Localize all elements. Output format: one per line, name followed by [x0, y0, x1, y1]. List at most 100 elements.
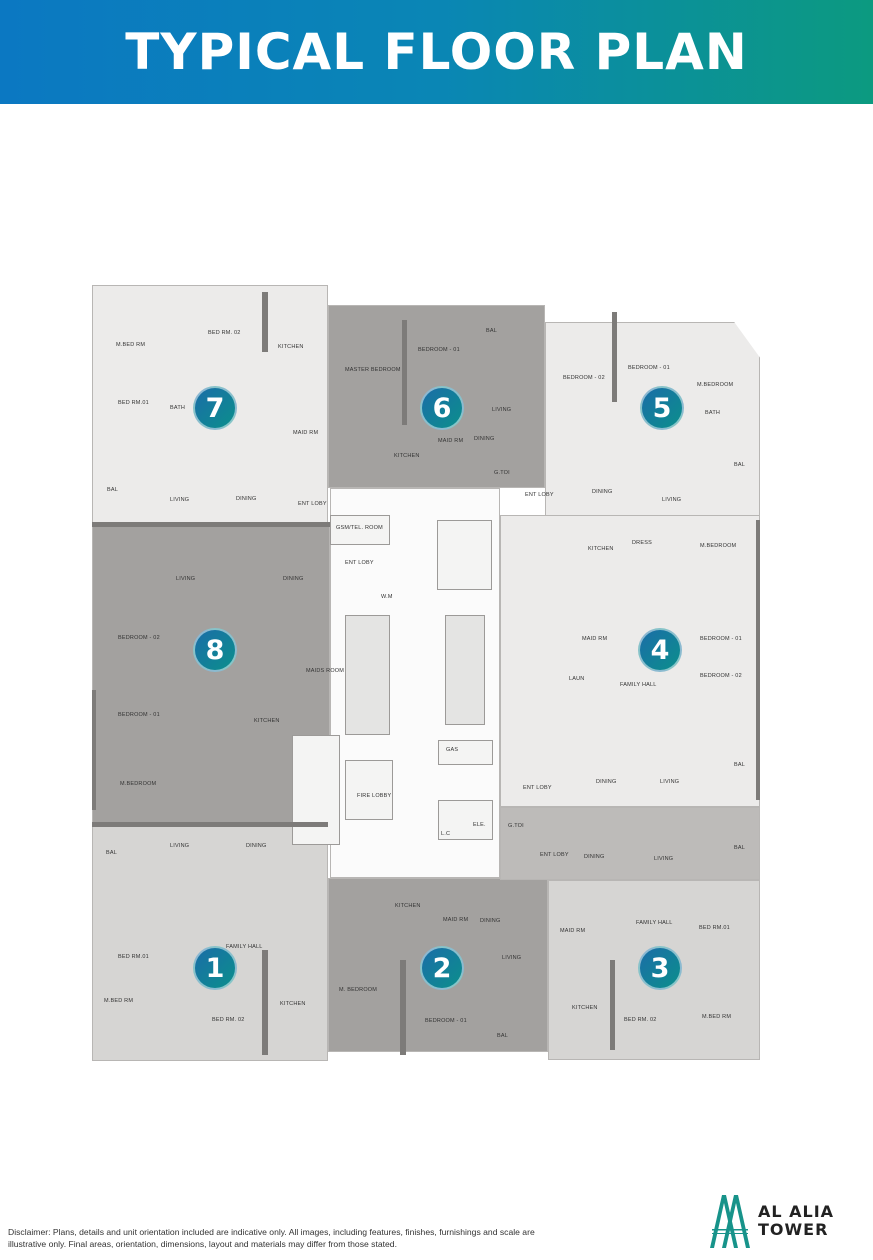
- room-label: LIVING: [660, 779, 680, 785]
- room-label: DINING: [592, 489, 613, 495]
- room-label: BEDROOM - 01: [700, 636, 742, 642]
- room-label: KITCHEN: [278, 344, 304, 350]
- room-label: GAS: [446, 747, 459, 753]
- room-label: BAL: [106, 850, 117, 856]
- wall: [400, 960, 406, 1055]
- room-label: DINING: [283, 576, 304, 582]
- room-label: LIVING: [170, 497, 190, 503]
- wall: [756, 520, 760, 800]
- elevator: [438, 800, 493, 840]
- logo-line-2: TOWER: [758, 1220, 829, 1239]
- room-label: MAID RM: [443, 917, 469, 923]
- room-label: BAL: [486, 328, 497, 334]
- room-label: M.BED RM: [702, 1014, 732, 1020]
- unit-badge-2[interactable]: 2: [420, 946, 464, 990]
- unit-badge-5[interactable]: 5: [640, 386, 684, 430]
- room-label: BEDROOM - 02: [700, 673, 742, 679]
- room-label: KITCHEN: [280, 1001, 306, 1007]
- room-label: BED RM.01: [699, 925, 730, 931]
- unit-4[interactable]: [500, 515, 760, 807]
- wall: [610, 960, 615, 1050]
- room-label: FAMILY HALL: [620, 682, 657, 688]
- room-label: M. BEDROOM: [339, 987, 378, 993]
- room-label: DINING: [474, 436, 495, 442]
- page-header: TYPICAL FLOOR PLAN: [0, 0, 873, 104]
- room-label: BAL: [734, 462, 745, 468]
- room-label: L.C: [441, 831, 451, 837]
- room-label: MASTER BEDROOM: [345, 367, 401, 373]
- unit-3-living-strip: [500, 807, 760, 880]
- room-label: LIVING: [662, 497, 682, 503]
- room-label: LIVING: [492, 407, 512, 413]
- room-label: KITCHEN: [588, 546, 614, 552]
- fire-lobby: [345, 760, 393, 820]
- wall: [262, 292, 268, 352]
- room-label: BEDROOM - 01: [425, 1018, 467, 1024]
- room-label: DINING: [236, 496, 257, 502]
- room-label: G.TOI: [494, 470, 510, 476]
- room-label: ENT LOBY: [525, 492, 554, 498]
- room-label: BEDROOM - 02: [563, 375, 605, 381]
- room-label: BAL: [734, 762, 745, 768]
- unit-badge-3[interactable]: 3: [638, 946, 682, 990]
- room-label: DINING: [596, 779, 617, 785]
- room-label: M.BEDROOM: [697, 382, 734, 388]
- gsm-room: [330, 515, 390, 545]
- room-label: MAIDS ROOM: [306, 668, 345, 674]
- room-label: FIRE LOBBY: [357, 793, 392, 799]
- room-label: BEDROOM - 01: [118, 712, 160, 718]
- room-label: MAID RM: [582, 636, 608, 642]
- logo-mark-icon: [710, 1195, 750, 1248]
- room-label: ENT LOBY: [523, 785, 552, 791]
- lift-shaft: [445, 615, 485, 725]
- room-label: LAUN: [569, 676, 585, 682]
- room-label: M.BEDROOM: [700, 543, 737, 549]
- room-label: LIVING: [654, 856, 674, 862]
- unit-badge-4[interactable]: 4: [638, 628, 682, 672]
- room-label: GSM/TEL. ROOM: [336, 525, 383, 531]
- logo-text: AL ALIA TOWER: [758, 1203, 834, 1239]
- room-label: M.BED RM: [104, 998, 134, 1004]
- unit-badge-6[interactable]: 6: [420, 386, 464, 430]
- room-label: BED RM. 02: [624, 1017, 657, 1023]
- room-label: KITCHEN: [395, 903, 421, 909]
- al-alia-tower-logo: AL ALIA TOWER: [708, 1193, 834, 1249]
- wall: [92, 822, 328, 827]
- stair: [292, 735, 340, 845]
- room-label: KITCHEN: [394, 453, 420, 459]
- room-label: BAL: [734, 845, 745, 851]
- room-label: BEDROOM - 01: [628, 365, 670, 371]
- room-label: FAMILY HALL: [636, 920, 673, 926]
- room-label: W.M: [381, 594, 393, 600]
- unit-badge-7[interactable]: 7: [193, 386, 237, 430]
- room-label: BAL: [497, 1033, 508, 1039]
- unit-badge-8[interactable]: 8: [193, 628, 237, 672]
- room-label: KITCHEN: [572, 1005, 598, 1011]
- unit-badge-1[interactable]: 1: [193, 946, 237, 990]
- room-label: BED RM.01: [118, 954, 149, 960]
- room-label: KITCHEN: [254, 718, 280, 724]
- room-label: ENT LOBY: [540, 852, 569, 858]
- room-label: FAMILY HALL: [226, 944, 263, 950]
- room-label: MAID RM: [560, 928, 586, 934]
- room-label: LIVING: [502, 955, 522, 961]
- unit-7[interactable]: [92, 285, 328, 525]
- room-label: BED RM. 02: [212, 1017, 245, 1023]
- wall: [612, 312, 617, 402]
- room-label: MAID RM: [438, 438, 464, 444]
- lift-shaft: [345, 615, 390, 735]
- room-label: G.TOI: [508, 823, 524, 829]
- wall: [262, 950, 268, 1055]
- wall: [92, 690, 96, 810]
- disclaimer: Disclaimer: Plans, details and unit orie…: [8, 1227, 535, 1249]
- room-label: BATH: [170, 405, 186, 411]
- room-label: BATH: [705, 410, 721, 416]
- room-label: DINING: [246, 843, 267, 849]
- room-label: LIVING: [176, 576, 196, 582]
- wall: [402, 320, 407, 425]
- room-label: BED RM.01: [118, 400, 149, 406]
- wall: [92, 522, 330, 527]
- room-label: DINING: [584, 854, 605, 860]
- unit-1[interactable]: [92, 825, 328, 1061]
